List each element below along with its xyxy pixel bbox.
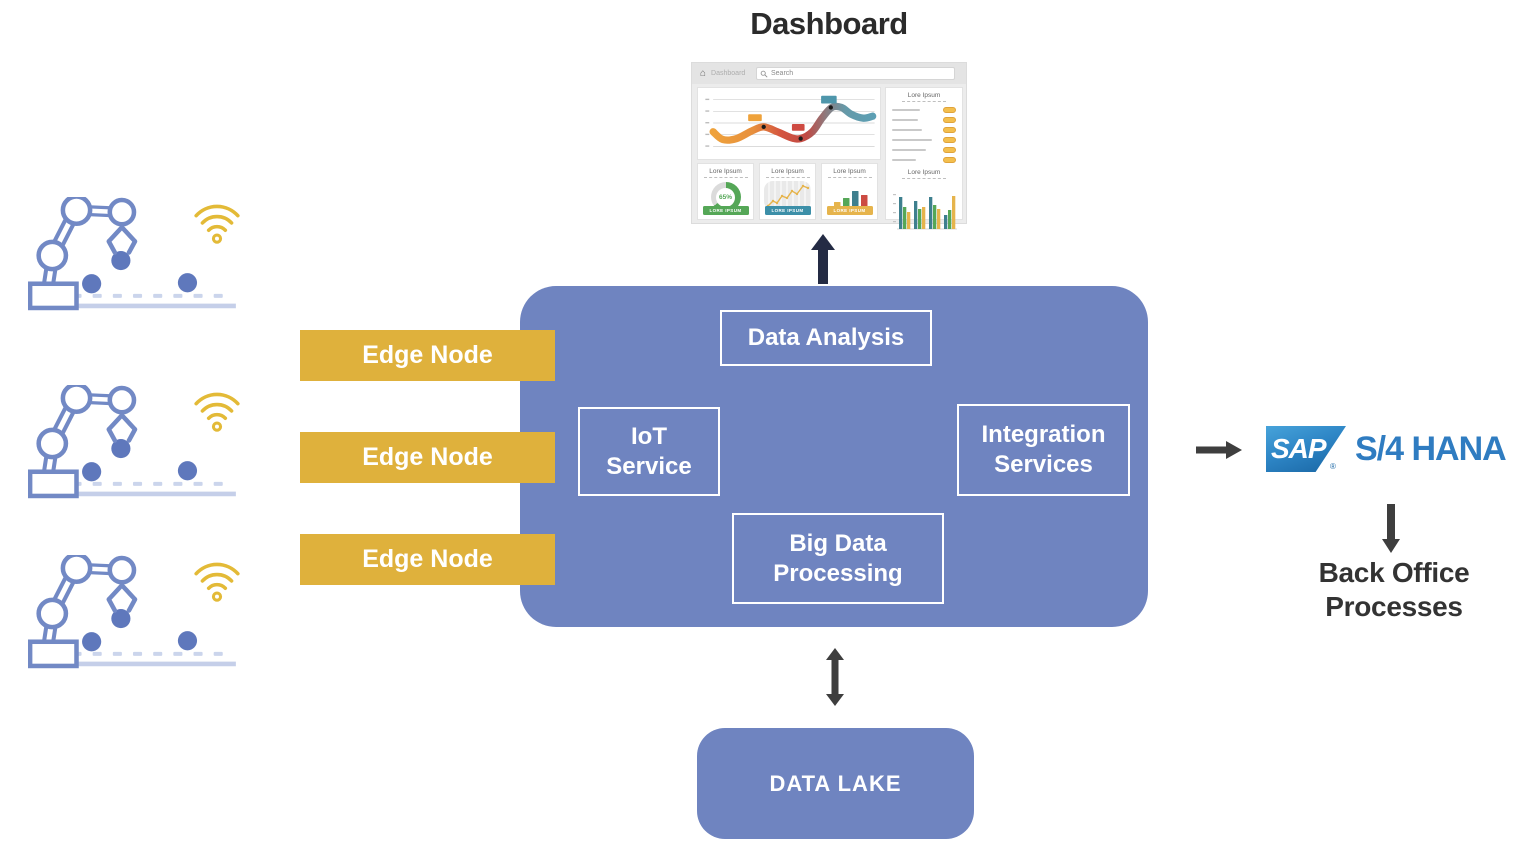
sap-product-text: S/4 HANA	[1355, 429, 1507, 468]
edge-node-1: Edge Node	[300, 330, 555, 381]
back-office-line1: Back Office	[1318, 557, 1470, 588]
data-lake-label: DATA LAKE	[769, 770, 902, 796]
skeleton-text	[892, 118, 918, 122]
mock-card-line: Lore Ipsum LORE IPSUM	[759, 163, 816, 220]
edge-node-label: Edge Node	[362, 545, 493, 573]
value-pill	[943, 107, 956, 113]
skeleton-text	[892, 128, 922, 132]
value-pill	[943, 127, 956, 133]
service-integration: Integration Services	[957, 404, 1130, 496]
divider	[902, 101, 946, 102]
wifi-icon	[192, 391, 242, 433]
mock-list	[886, 105, 962, 165]
panel-chart-title: Lore Ipsum	[907, 169, 941, 176]
sap-s4hana-logo: SAP S/4 HANA	[1266, 426, 1507, 472]
mock-list-row	[886, 125, 962, 135]
mock-list-row	[886, 115, 962, 125]
mock-list-row	[886, 145, 962, 155]
card-title: Lore Ipsum	[833, 168, 866, 175]
mock-main-chart-card	[697, 87, 881, 160]
search-placeholder: Search	[771, 70, 794, 77]
skeleton-text	[892, 108, 920, 112]
service-label: Processing	[773, 559, 903, 587]
card-title: Lore Ipsum	[771, 168, 804, 175]
chart-label-red	[791, 123, 805, 131]
iot-platform-box: Data Analysis IoT Service Integration Se…	[520, 286, 1148, 627]
card-title: Lore Ipsum	[709, 168, 742, 175]
service-label: Integration	[981, 421, 1106, 448]
mock-nav-label: Dashboard	[711, 70, 746, 77]
wifi-icon	[192, 203, 242, 245]
edge-node-2: Edge Node	[300, 432, 555, 483]
page-title: Dashboard	[750, 6, 908, 41]
home-icon: ⌂	[700, 67, 707, 79]
mock-list-row	[886, 155, 962, 165]
arrow-double-vertical	[826, 648, 844, 706]
value-pill	[943, 147, 956, 153]
service-label: IoT	[631, 422, 667, 450]
mock-navbar: ⌂ Dashboard Search	[692, 63, 966, 84]
divider	[902, 178, 946, 179]
arrow-down-to-backoffice	[1382, 504, 1400, 553]
search-input: Search	[756, 67, 955, 80]
edge-node-3: Edge Node	[300, 534, 555, 585]
value-pill	[943, 157, 956, 163]
mock-list-row	[886, 135, 962, 145]
skeleton-text	[892, 158, 916, 162]
mock-right-panel: Lore Ipsum Lore Ipsum	[885, 87, 963, 230]
data-lake-box: DATA LAKE	[697, 728, 974, 839]
arrow-right-to-sap	[1196, 441, 1242, 459]
back-office-line2: Processes	[1325, 590, 1463, 622]
search-icon	[760, 70, 768, 77]
sap-logo-text: SAP	[1271, 433, 1327, 464]
divider	[827, 177, 872, 178]
skeleton-text	[892, 138, 932, 142]
back-office-label: Back Office Processes	[1283, 556, 1505, 623]
mock-card-bars: Lore Ipsum LORE IPSUM	[821, 163, 878, 220]
card-button: LORE IPSUM	[826, 206, 873, 215]
mock-card-donut: Lore Ipsum 65% LORE IPSUM	[697, 163, 754, 220]
card-button: LORE IPSUM	[702, 206, 749, 215]
chart-label-orange	[748, 114, 762, 122]
service-label: Big Data	[789, 529, 887, 557]
mock-line-bg	[764, 181, 811, 210]
skeleton-text	[892, 148, 926, 152]
divider	[765, 177, 810, 178]
mock-list-row	[886, 105, 962, 115]
mock-mini-line-chart	[766, 184, 810, 208]
service-bigdata: Big Data Processing	[732, 513, 944, 604]
service-label: Services	[994, 451, 1093, 478]
mock-line-chart	[705, 95, 877, 147]
divider	[703, 177, 748, 178]
arrow-up-to-dashboard	[811, 234, 835, 284]
value-pill	[943, 137, 956, 143]
wifi-icon	[192, 561, 242, 603]
mock-grouped-bar-chart	[893, 194, 957, 230]
registered-mark: ®	[1330, 462, 1336, 471]
panel-list-title: Lore Ipsum	[907, 92, 941, 99]
value-pill	[943, 117, 956, 123]
chart-label-teal	[821, 95, 837, 104]
edge-node-label: Edge Node	[362, 341, 493, 369]
donut-value: 65%	[716, 187, 735, 207]
service-data-analysis: Data Analysis	[720, 310, 932, 366]
edge-node-label: Edge Node	[362, 443, 493, 471]
service-iot: IoT Service	[578, 407, 720, 496]
service-label: Service	[606, 452, 692, 480]
dashboard-mockup: ⌂ Dashboard Search	[691, 62, 967, 230]
service-label: Data Analysis	[747, 324, 905, 351]
card-button: LORE IPSUM	[764, 206, 811, 215]
